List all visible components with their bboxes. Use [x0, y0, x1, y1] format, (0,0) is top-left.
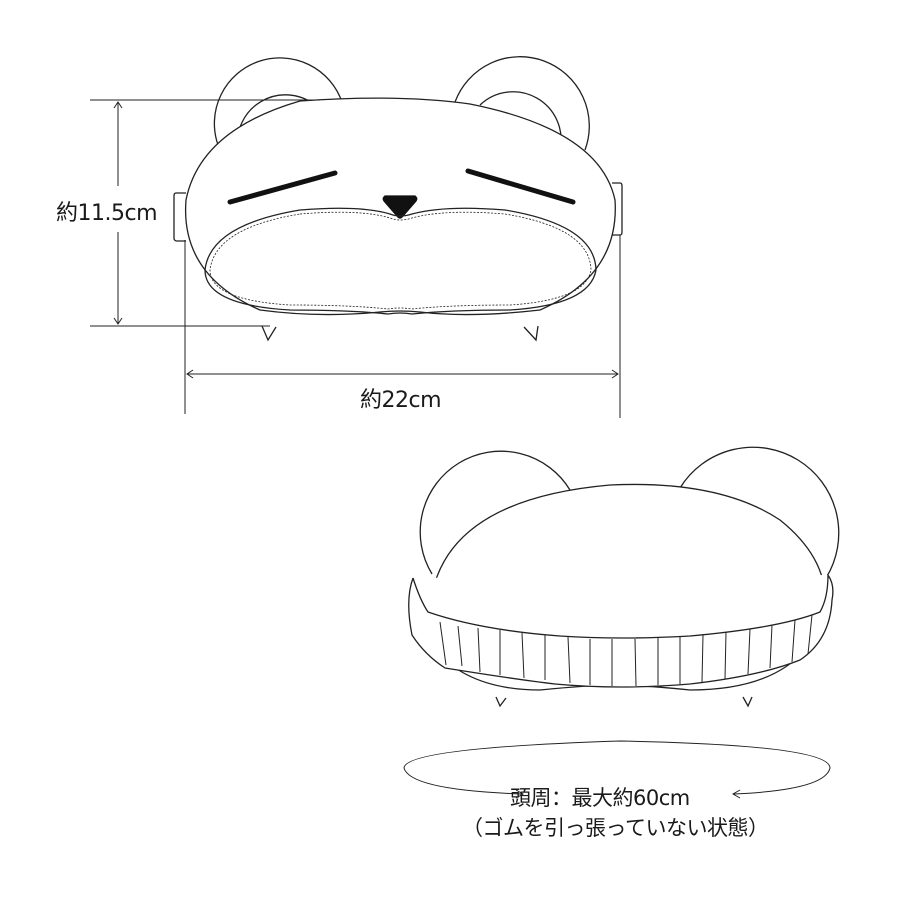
- eye-cushion: [204, 207, 597, 315]
- back-left-fang: [495, 696, 507, 708]
- elastic-band: [408, 574, 834, 688]
- head-circumference-note: （ゴムを引っ張っていない状態）: [462, 816, 769, 840]
- height-label: 約11.5cm: [56, 201, 158, 226]
- right-eye: [465, 168, 576, 205]
- right-fang: [523, 325, 539, 342]
- head-circumference-label: 頭周：最大約60cm: [510, 786, 690, 810]
- back-view-mask: [408, 446, 840, 708]
- height-dimension: [90, 99, 320, 327]
- front-view-mask: [173, 56, 623, 342]
- width-label: 約22cm: [360, 388, 442, 413]
- left-strap-tab: [173, 192, 186, 242]
- elastic-gathers: [439, 614, 813, 687]
- cushion-stitching: [209, 211, 592, 310]
- head-circumference-arrow: [403, 740, 831, 799]
- right-ear: [454, 56, 590, 151]
- width-dimension: [184, 235, 621, 418]
- left-eye: [227, 170, 338, 205]
- back-right-fang: [742, 696, 753, 708]
- left-fang: [261, 325, 277, 342]
- nose-icon: [382, 195, 418, 219]
- right-strap-tab: [612, 182, 623, 236]
